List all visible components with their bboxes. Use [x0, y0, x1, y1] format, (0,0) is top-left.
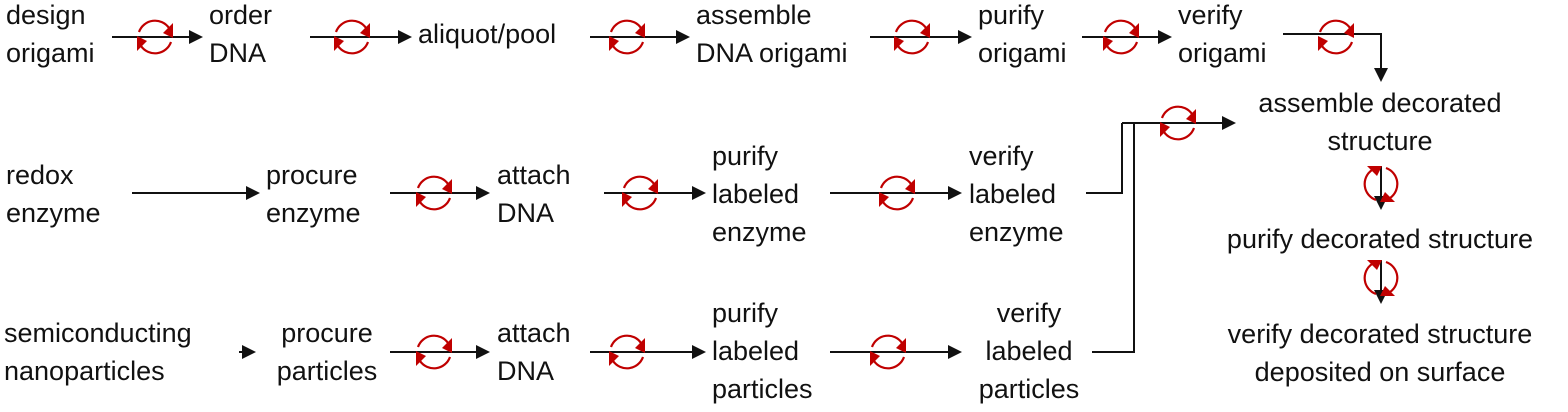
iteration-cycle-icon: [334, 19, 370, 55]
arrowhead-icon: [1374, 68, 1388, 82]
arrowhead-icon: [692, 186, 706, 200]
iteration-cycle-icon: [1363, 260, 1399, 296]
arrowhead-icon: [398, 30, 412, 44]
arrowhead-icon: [1158, 30, 1172, 44]
arrowhead-icon: [1222, 116, 1236, 130]
iteration-cycle-icon: [894, 19, 930, 55]
iteration-cycle-icon: [1103, 19, 1139, 55]
iteration-cycle-icon: [879, 175, 915, 211]
node-purify-decorated-structure: purify decorated structure: [1226, 224, 1534, 254]
node-aliquot-pool: aliquot/pool: [418, 19, 557, 49]
iteration-cycle-icon: [609, 334, 645, 370]
connector-line: [1086, 123, 1123, 194]
iteration-cycle-icon: [416, 334, 452, 370]
arrowhead-icon: [476, 186, 490, 200]
iteration-cycle-icon: [1363, 166, 1399, 202]
arrowhead-icon: [692, 345, 706, 359]
arrowhead-icon: [242, 345, 256, 359]
iteration-cycle-icon: [416, 175, 452, 211]
arrowhead-icon: [948, 345, 962, 359]
iteration-cycle-icon: [622, 175, 658, 211]
iteration-cycle-icon: [1318, 19, 1354, 55]
arrowhead-icon: [476, 345, 490, 359]
connector-line: [1092, 123, 1135, 353]
arrowhead-icon: [948, 186, 962, 200]
arrowhead-icon: [246, 186, 260, 200]
iteration-cycle-icon: [609, 19, 645, 55]
iteration-cycle-icon: [870, 334, 906, 370]
iteration-cycle-icon: [1160, 105, 1196, 141]
iteration-cycle-icon: [137, 19, 173, 55]
arrowhead-icon: [676, 30, 690, 44]
arrowhead-icon: [958, 30, 972, 44]
arrowhead-icon: [189, 30, 203, 44]
connector-line: [1283, 33, 1382, 70]
